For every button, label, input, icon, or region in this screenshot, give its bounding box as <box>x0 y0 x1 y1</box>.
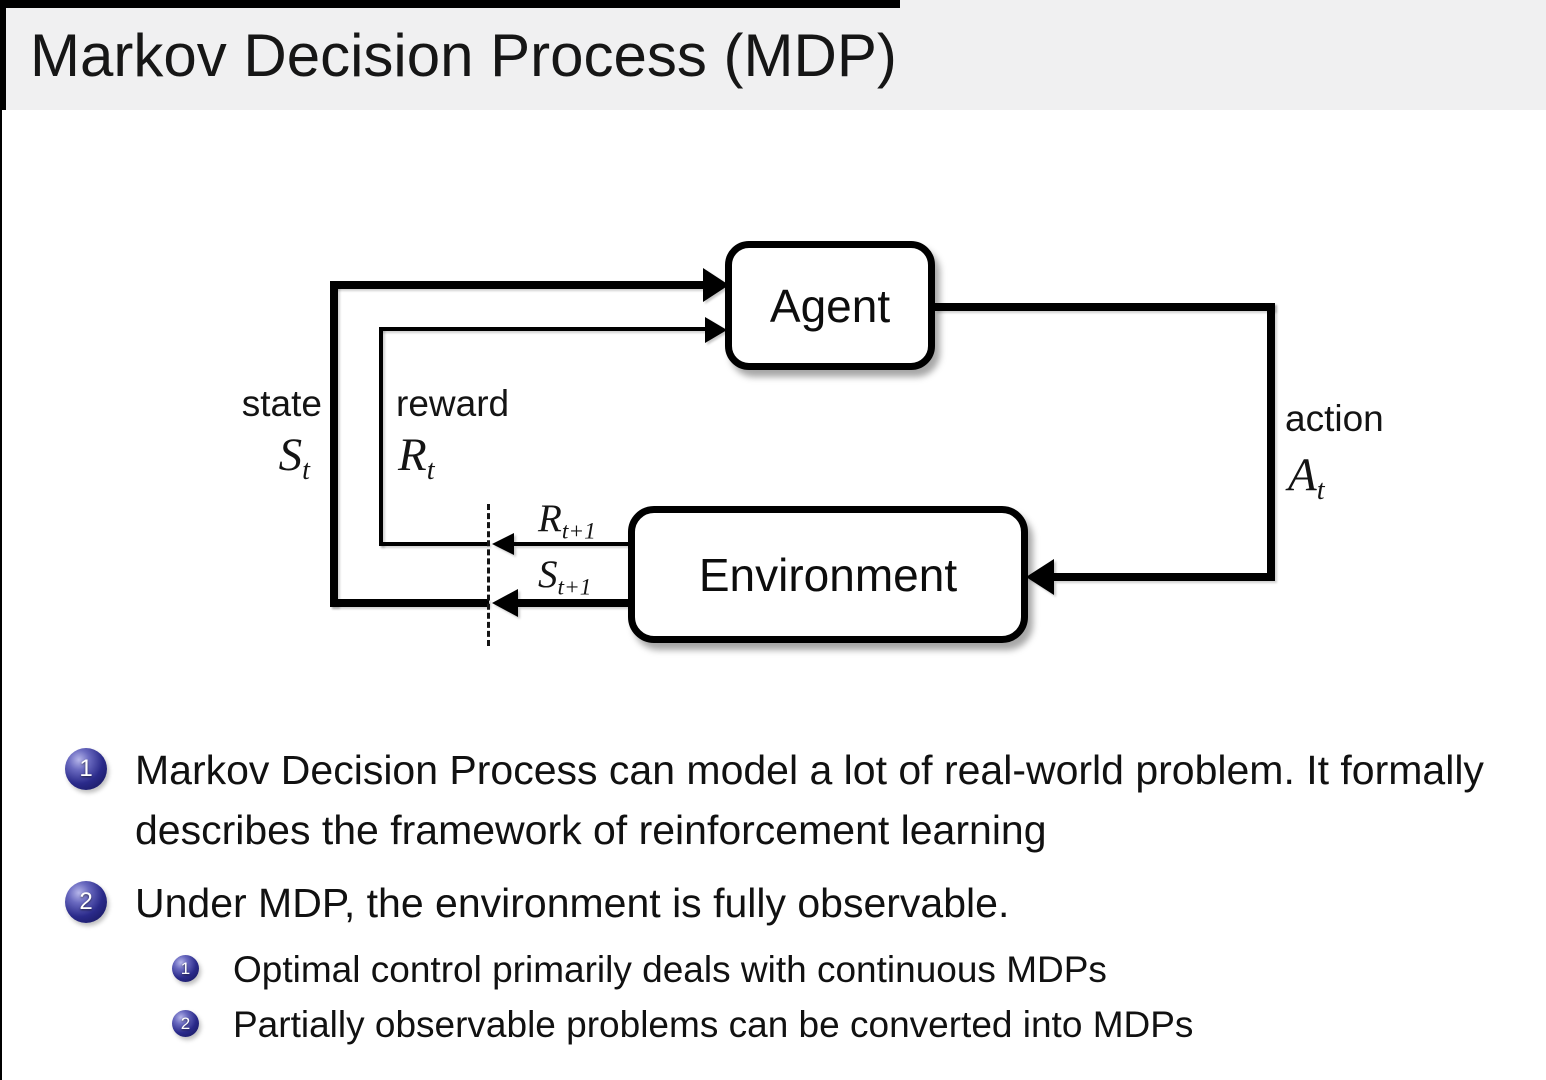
slide-title-bar: Markov Decision Process (MDP) <box>0 0 1546 110</box>
list-item: 2 Partially observable problems can be c… <box>172 997 1510 1052</box>
sub-bullet-text: Optimal control primarily deals with con… <box>233 949 1107 990</box>
environment-node: Environment <box>628 506 1028 643</box>
action-label: action <box>1285 398 1384 439</box>
time-step-boundary-dashed-line <box>487 504 490 646</box>
state-line-vertical <box>330 281 338 607</box>
next-state-line <box>518 599 628 607</box>
state-arrowhead-icon <box>703 268 729 302</box>
environment-label: Environment <box>698 548 958 601</box>
state-line-horizontal <box>330 281 704 289</box>
list-item: 1 Markov Decision Process can model a lo… <box>60 740 1510 860</box>
list-item: 2 Under MDP, the environment is fully ob… <box>60 873 1510 933</box>
action-line-bottom <box>1054 573 1267 581</box>
next-reward-arrowhead-icon <box>492 533 514 555</box>
bullet-list: 1 Markov Decision Process can model a lo… <box>60 740 1510 1052</box>
enumeration-ball-icon: 2 <box>172 1010 199 1037</box>
state-line-bottom-stub <box>330 599 489 607</box>
agent-label: Agent <box>769 279 891 332</box>
action-line-top <box>935 303 1275 311</box>
list-item: 1 Optimal control primarily deals with c… <box>172 942 1510 997</box>
state-symbol: St <box>278 429 310 487</box>
enumeration-ball-icon: 2 <box>65 881 107 923</box>
reward-symbol: Rt <box>398 429 435 487</box>
reward-line-bottom-stub <box>379 542 489 546</box>
reward-line-horizontal <box>379 327 705 331</box>
action-symbol: At <box>1288 449 1325 507</box>
bullet-text: Markov Decision Process can model a lot … <box>135 747 1484 853</box>
reward-arrowhead-icon <box>705 317 727 343</box>
enumeration-ball-icon: 1 <box>65 748 107 790</box>
page-title: Markov Decision Process (MDP) <box>30 22 897 89</box>
action-arrowhead-icon <box>1026 559 1054 595</box>
next-state-symbol: St+1 <box>538 553 592 601</box>
sub-bullet-list: 1 Optimal control primarily deals with c… <box>172 942 1510 1052</box>
enumeration-ball-icon: 1 <box>172 955 199 982</box>
next-reward-symbol: Rt+1 <box>538 497 596 545</box>
bullet-text: Under MDP, the environment is fully obse… <box>135 880 1010 926</box>
state-label: state <box>241 383 322 424</box>
window-edge-top <box>0 0 900 8</box>
window-edge-line <box>0 0 2 1080</box>
agent-node: Agent <box>725 241 935 370</box>
window-edge-left <box>0 0 6 110</box>
reward-line-vertical <box>379 327 383 546</box>
action-line-vertical <box>1267 303 1275 581</box>
reward-label: reward <box>396 383 510 424</box>
next-reward-line <box>514 542 628 546</box>
next-state-arrowhead-icon <box>492 589 518 617</box>
sub-bullet-text: Partially observable problems can be con… <box>233 1004 1194 1045</box>
